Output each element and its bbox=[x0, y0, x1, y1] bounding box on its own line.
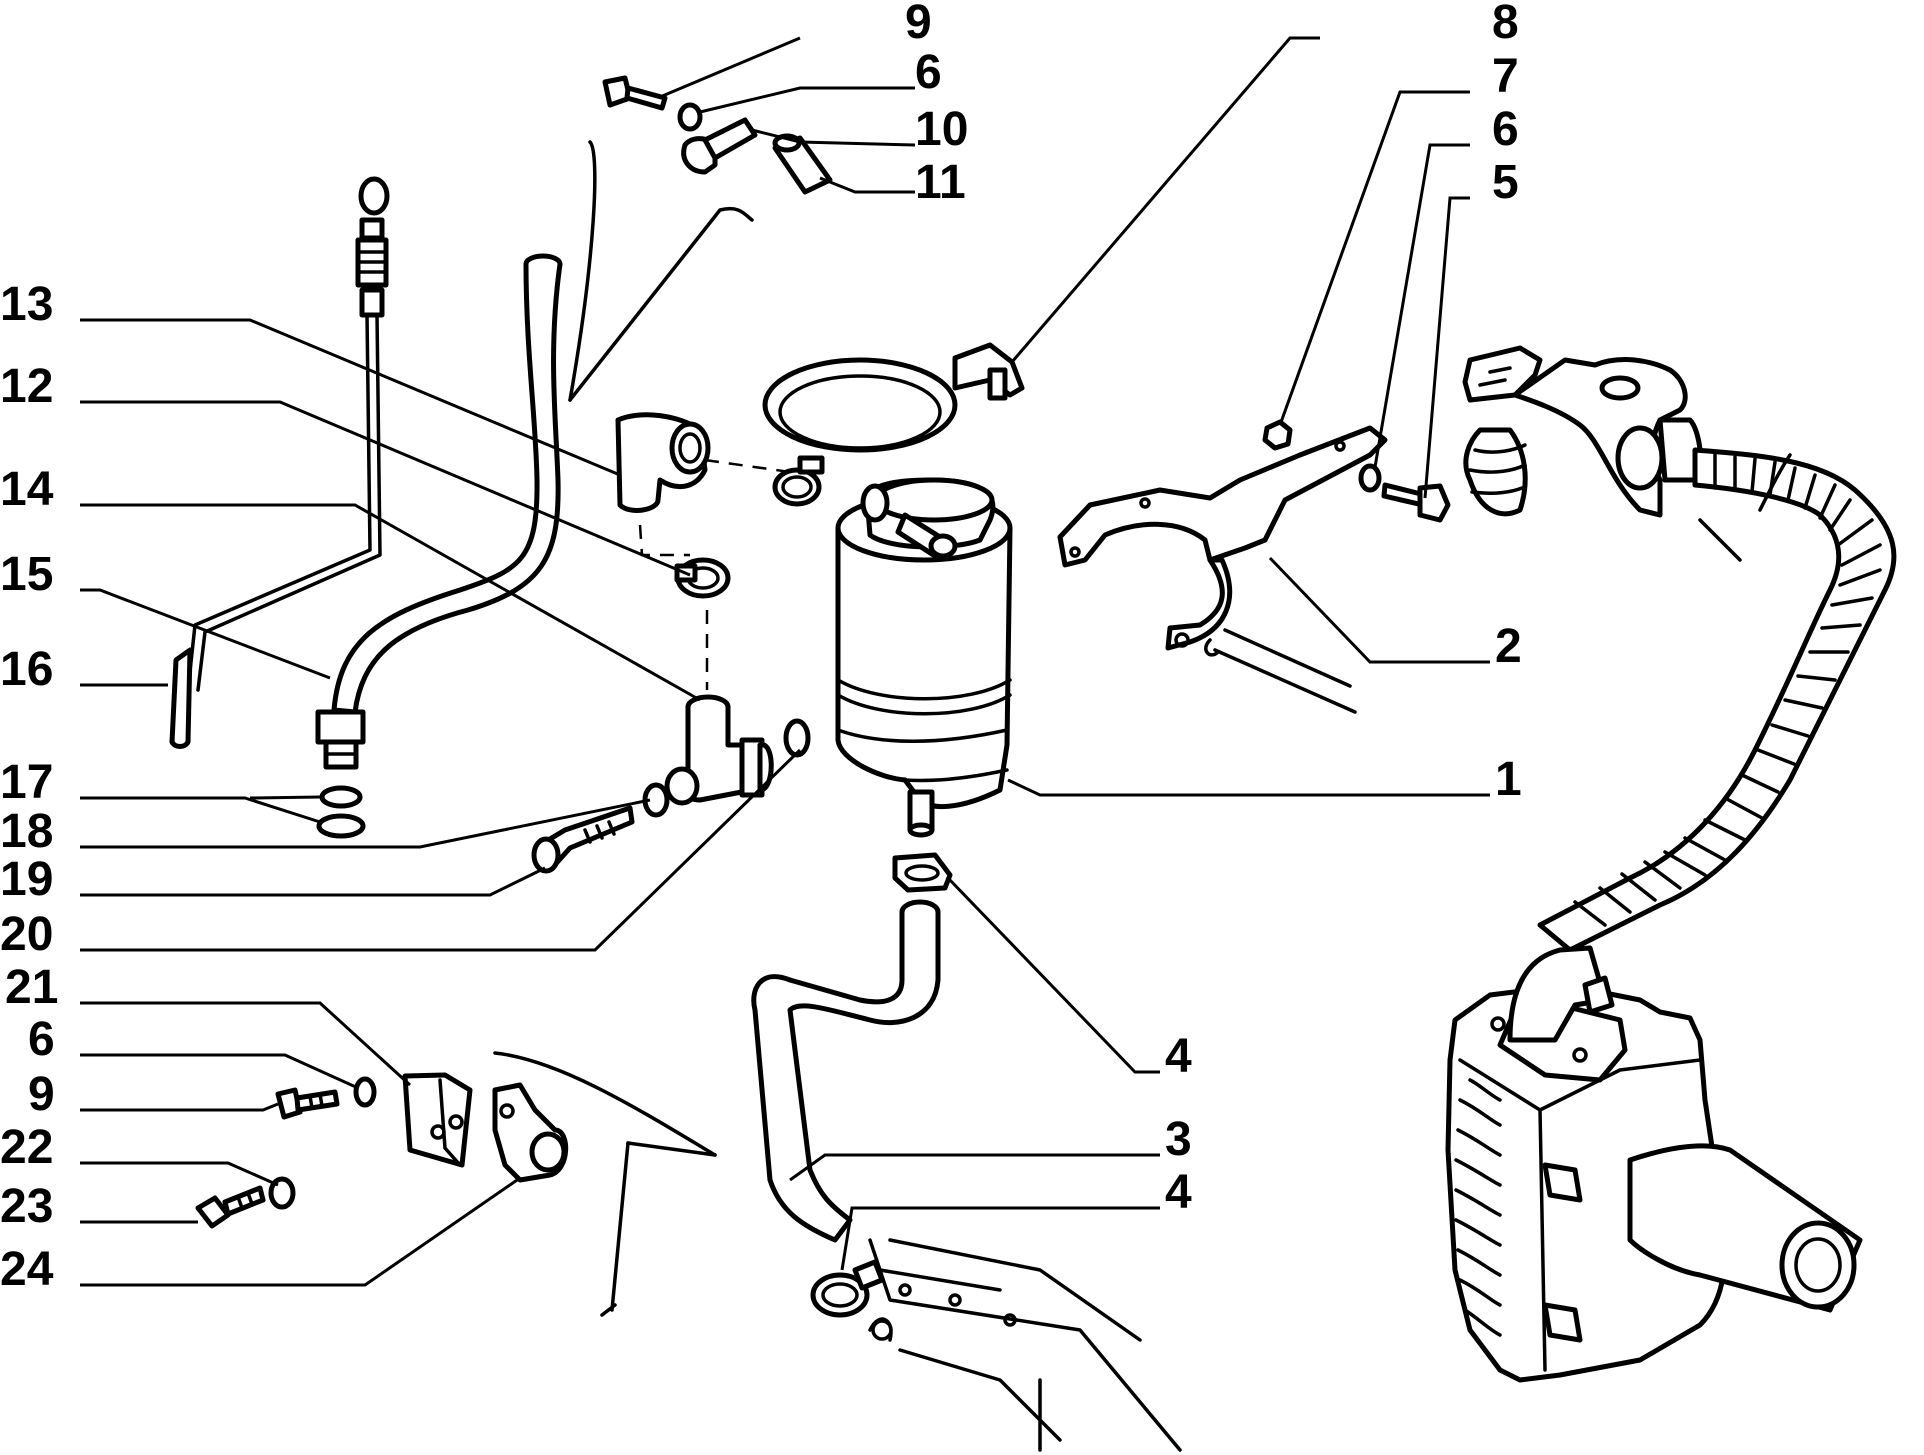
pipe-clip bbox=[681, 117, 758, 175]
callout-label: 21 bbox=[5, 961, 58, 1014]
sealing-ring bbox=[316, 813, 366, 839]
t-fitting bbox=[664, 694, 774, 806]
assembly-guide-line bbox=[638, 524, 690, 557]
callout-label: 6 bbox=[28, 1013, 55, 1066]
washer bbox=[677, 102, 703, 132]
bolt bbox=[602, 75, 668, 111]
nut bbox=[1262, 419, 1293, 451]
leader-lines bbox=[80, 36, 1490, 1287]
callout-label: 23 bbox=[0, 1180, 53, 1233]
pipe-clip-bracket bbox=[492, 1082, 569, 1183]
fluid-reservoir bbox=[835, 477, 1013, 838]
bolt bbox=[195, 1185, 266, 1229]
callout-label: 8 bbox=[1492, 0, 1519, 49]
hose-clamp bbox=[892, 852, 953, 893]
callout-label: 3 bbox=[1165, 1113, 1192, 1166]
hose-clamp bbox=[772, 455, 825, 507]
callout-label: 7 bbox=[1492, 50, 1519, 103]
hose-segment bbox=[1213, 648, 1357, 714]
washer bbox=[353, 1076, 377, 1108]
callout-label: 4 bbox=[1165, 1166, 1192, 1219]
engine-outline-guide bbox=[626, 1141, 717, 1157]
corrugated-hose bbox=[1537, 447, 1897, 953]
engine-outline-guide bbox=[610, 1141, 630, 1312]
hose-segment bbox=[1204, 638, 1220, 657]
banjo-bolt bbox=[531, 805, 635, 874]
air-filter-housing bbox=[1445, 945, 1863, 1383]
bolt bbox=[1381, 482, 1451, 523]
dipstick-tube bbox=[315, 253, 563, 770]
callout-label: 19 bbox=[0, 853, 53, 906]
steering-pump bbox=[1462, 345, 1703, 518]
engine-outline-guide bbox=[600, 1303, 617, 1317]
engine-outline-guide bbox=[493, 1051, 717, 1157]
callout-label: 5 bbox=[1492, 156, 1519, 209]
return-hose bbox=[751, 899, 941, 1243]
callout-label: 24 bbox=[0, 1243, 54, 1296]
mounting-bracket bbox=[402, 1072, 473, 1168]
callout-label: 9 bbox=[905, 0, 932, 49]
washer bbox=[268, 1176, 296, 1210]
callout-label: 16 bbox=[0, 643, 53, 696]
callout-label: 6 bbox=[1492, 103, 1519, 156]
callout-label: 15 bbox=[0, 548, 53, 601]
callout-label: 10 bbox=[915, 103, 968, 156]
callout-label: 11 bbox=[915, 156, 966, 209]
engine-outline-guide bbox=[568, 207, 754, 402]
callout-label: 9 bbox=[28, 1068, 55, 1121]
hose-segment bbox=[1223, 628, 1352, 688]
callout-label: 12 bbox=[0, 360, 53, 413]
callout-label: 13 bbox=[0, 278, 53, 331]
elbow-hose bbox=[615, 412, 711, 513]
washer bbox=[783, 718, 811, 758]
engine-block-outline bbox=[868, 1238, 1182, 1452]
callout-label: 4 bbox=[1165, 1030, 1192, 1083]
hose-clamp bbox=[810, 1259, 885, 1318]
dipstick bbox=[169, 176, 390, 749]
callout-label: 20 bbox=[0, 908, 53, 961]
callout-label: 18 bbox=[0, 805, 53, 858]
callout-label: 1 bbox=[1495, 753, 1522, 806]
bolt bbox=[275, 1087, 340, 1120]
assembly-guide-line bbox=[704, 458, 791, 474]
hose-clamp bbox=[674, 557, 731, 599]
callout-label: 22 bbox=[0, 1121, 53, 1174]
callout-label: 17 bbox=[0, 756, 53, 809]
reservoir-bracket bbox=[1057, 425, 1388, 651]
sleeve bbox=[772, 133, 833, 195]
callout-label: 2 bbox=[1495, 620, 1522, 673]
callout-labels: 9 6 10 11 8 7 6 5 13 12 14 15 16 17 18 1… bbox=[0, 0, 1522, 1296]
sealing-ring bbox=[319, 785, 363, 809]
callout-label: 14 bbox=[0, 463, 54, 516]
reservoir-band-clamp bbox=[762, 342, 1025, 453]
callout-label: 6 bbox=[915, 46, 942, 99]
engine-outline-guide bbox=[568, 140, 597, 402]
washer bbox=[1358, 463, 1382, 493]
